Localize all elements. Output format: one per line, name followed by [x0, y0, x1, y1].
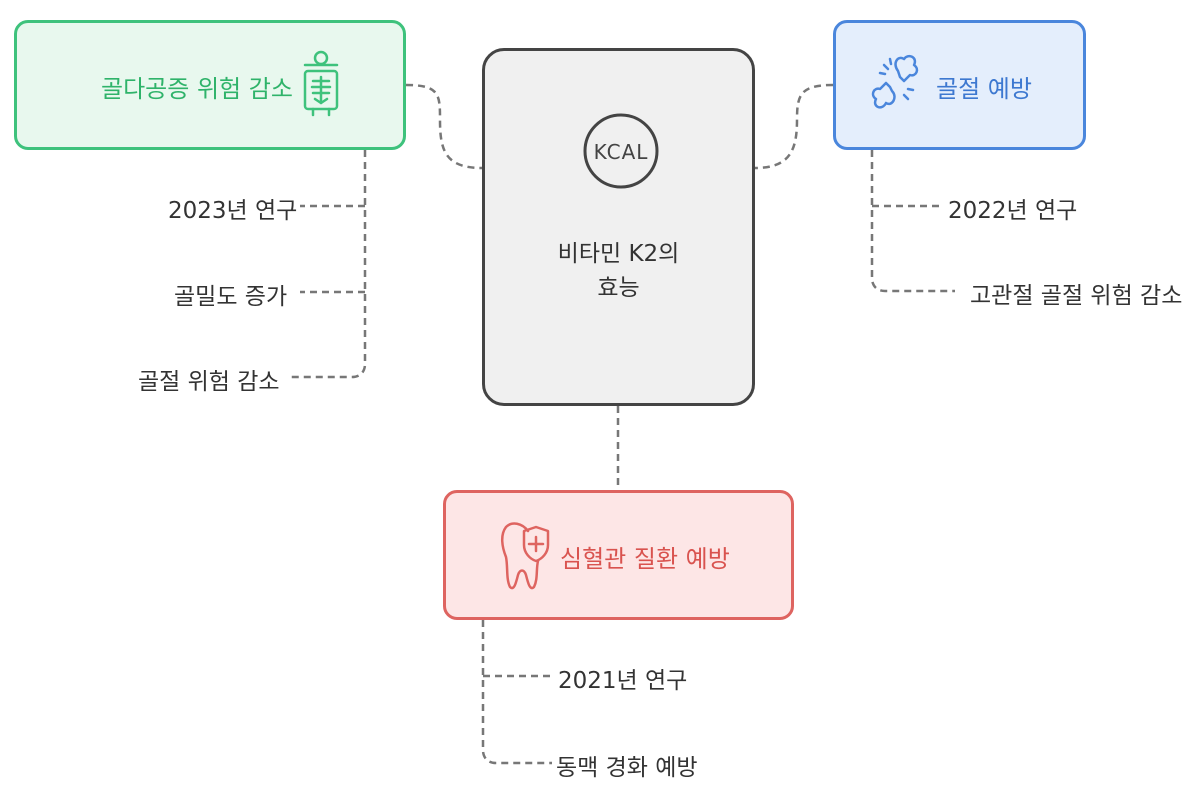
- red-spine: [481, 620, 552, 765]
- kcal-icon-text: KCAL: [594, 140, 649, 164]
- center-box: KCAL 비타민 K2의 효능: [482, 48, 755, 406]
- fracture-item-hip: 고관절 골절 위험 감소: [970, 283, 1183, 309]
- fracture-box: 골절 예방: [833, 20, 1086, 150]
- kcal-icon: KCAL: [581, 111, 661, 195]
- connector-blue-center: [754, 83, 834, 170]
- cardio-item-atherosclerosis: 동맥 경화 예방: [556, 755, 698, 781]
- osteoporosis-box: 골다공증 위험 감소: [14, 20, 406, 150]
- blue-spine: [870, 150, 955, 293]
- connector-green-center: [405, 83, 483, 170]
- osteoporosis-item-bone-density: 골밀도 증가: [174, 284, 288, 310]
- osteoporosis-title: 골다공증 위험 감소: [101, 75, 293, 103]
- cardio-item-study: 2021년 연구: [558, 668, 688, 694]
- center-title-line1: 비타민 K2의: [557, 241, 680, 267]
- osteoporosis-item-fracture-risk: 골절 위험 감소: [138, 369, 280, 395]
- fracture-item-study: 2022년 연구: [948, 198, 1078, 224]
- cardio-box: 심혈관 질환 예방: [443, 490, 794, 620]
- fracture-title: 골절 예방: [936, 75, 1032, 103]
- broken-bone-icon: [870, 51, 922, 127]
- center-title-line2: 효능: [597, 275, 640, 301]
- tooth-shield-icon: [498, 517, 554, 595]
- green-spine: [290, 150, 367, 379]
- xray-skeleton-icon: [301, 49, 341, 125]
- cardio-title: 심혈관 질환 예방: [560, 545, 730, 573]
- osteoporosis-item-study: 2023년 연구: [168, 198, 298, 224]
